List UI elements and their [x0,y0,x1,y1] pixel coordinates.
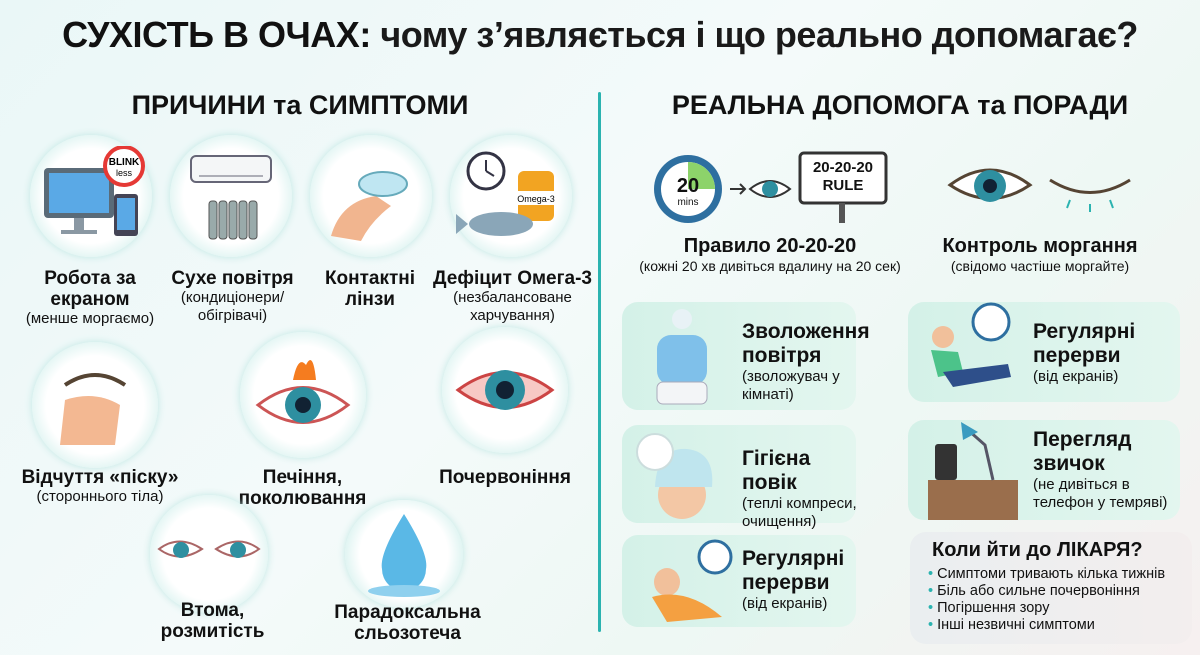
doctor-item: Погіршення зору [928,600,1192,617]
relaxing-man-clock-icon [931,302,1011,387]
hand-eye-icon [32,342,158,468]
cause-contact-lenses: Контактні лінзи [324,268,416,310]
help-heading: РЕАЛЬНА ДОПОМОГА та ПОРАДИ [671,90,1129,120]
svg-text:BLINK: BLINK [109,157,140,168]
contact-lens-icon [310,135,432,257]
doctor-box: Коли йти до ЛІКАРЯ? Симптоми тривають кі… [910,532,1192,644]
air-conditioner-radiator-icon [170,135,292,257]
blink-eyes-icon [945,150,1145,220]
tip-card-humidifier: Зволоження повітря(зволожувач у кімнаті) [622,302,870,410]
red-eye-icon [442,327,568,453]
tip-card-breaks-2: Регулярні перерви(від екранів) [622,535,856,627]
tip-card-breaks: Регулярні перерви(від екранів) [908,302,1180,402]
svg-text:Omega-3: Omega-3 [517,194,555,204]
doctor-title: Коли йти до ЛІКАРЯ? [932,539,1143,561]
divider [598,92,601,632]
rule-20-20-20-icon: 20-20-20 RULE 20 mins [650,145,890,227]
phone-lamp-icon [928,422,1018,520]
tip-card-habits: Перегляд звичок(не дивіться в телефон у … [908,420,1180,520]
doctor-item: Інші незвичні симптоми [928,617,1192,634]
tired-eyes-icon [150,495,268,613]
title-bold: СУХІСТЬ В ОЧАХ: [62,14,371,55]
burning-eye-icon [240,332,366,458]
symptom-sand: Відчуття «піску»(стороннього тіла) [21,467,179,505]
resting-woman-clock-icon [652,539,733,622]
tip-card-eyelid-hygiene: Гігієна повік(теплі компреси, очищення) [622,425,857,530]
timer-value: 20 [676,175,700,197]
doctor-item: Симптоми тривають кілька тижнів [928,566,1192,583]
symptom-fatigue: Втома, розмитість [160,600,265,642]
title-rest: чому з’являється і що реально допомагає? [380,14,1138,55]
blink-control: Контроль моргання(свідомо частіше моргай… [942,235,1138,275]
rule-sign: 20-20-20 RULE [812,159,874,194]
cause-omega3: Дефіцит Омега-3(незбалансоване харчуванн… [433,268,592,324]
water-drop-icon [345,500,463,608]
page-title: СУХІСТЬ В ОЧАХ: чому з’являється і що ре… [0,14,1200,56]
doctor-item: Біль або сильне почервоніння [928,583,1192,600]
symptom-redness: Почервоніння [439,467,571,488]
cause-dry-air: Сухе повітря(кондиціонери/ обігрівачі) [171,268,294,324]
symptom-tearing: Парадоксальна сльозотеча [334,602,481,644]
svg-text:less: less [116,168,133,178]
cause-screen: Робота за екраном(менше моргаємо) [25,268,155,327]
timer-unit: mins [677,197,699,208]
warm-compress-icon [636,433,713,519]
omega3-fish-icon: Omega-3 [450,135,572,257]
rule-20-20-20: Правило 20-20-20(кожні 20 хв дивіться вд… [639,235,901,275]
causes-heading: ПРИЧИНИ та СИМПТОМИ [131,90,469,120]
humidifier-icon [656,309,708,405]
symptom-burning: Печіння, поколювання [238,467,367,509]
